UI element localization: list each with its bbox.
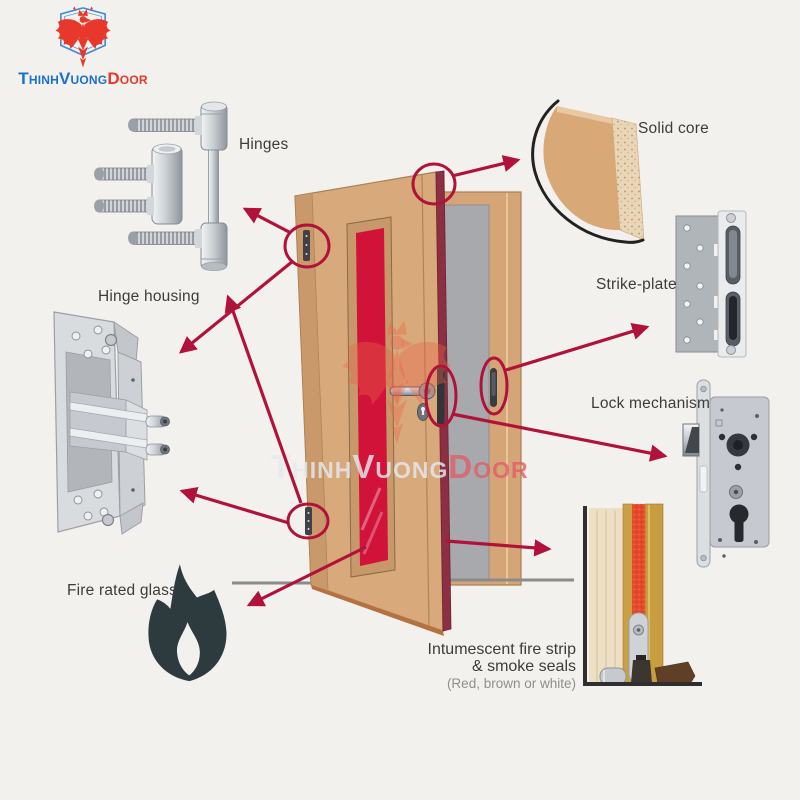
solid-core-illustration: [531, 99, 645, 244]
callout-circle-lock: [424, 364, 458, 428]
label-hinge-housing: Hinge housing: [98, 288, 200, 305]
callout-circle-strike: [479, 356, 509, 416]
watermark-text: ThinhVuongDoor: [271, 448, 529, 485]
arrow-bottom-hinge-left: [179, 486, 290, 525]
arrow-bottom-hinge-up: [224, 294, 303, 504]
intumescent-strip-illustration: [583, 503, 702, 686]
callout-circle-top-hinge: [283, 223, 331, 269]
callout-arrows: [178, 155, 668, 607]
arrow-to-fire-glass: [246, 545, 367, 607]
callout-circle-bottom-hinge: [286, 502, 330, 540]
brand-eagle-icon: [55, 9, 111, 68]
brand-logo-icon: [55, 6, 111, 68]
label-intumescent-line1: Intumescent fire strip: [427, 641, 577, 658]
label-hinges: Hinges: [239, 136, 289, 153]
arrow-to-hinge-housing: [178, 259, 295, 354]
hinge-housing-illustration: [53, 311, 170, 535]
arrow-to-lock-mechanism: [451, 412, 668, 462]
arrow-to-solid-core: [451, 155, 521, 178]
callout-circles: [283, 162, 509, 540]
label-strike-plate: Strike-plate: [596, 276, 677, 293]
label-intumescent-note: (Red, brown or white): [446, 676, 576, 691]
hinge-housing-pins: [145, 415, 170, 456]
label-intumescent: Intumescent fire strip & smoke seals (Re…: [406, 641, 577, 692]
arrow-to-intumescent: [445, 539, 552, 557]
door-hinge-marks: [303, 230, 312, 535]
strike-plate-illustration: [675, 210, 747, 358]
arrow-to-hinges: [242, 207, 292, 235]
frame-strike-mark: [490, 368, 497, 407]
door-illustration: [294, 170, 497, 636]
label-solid-core: Solid core: [638, 120, 709, 137]
flame-icon: [148, 564, 227, 682]
watermark: ThinhVuongDoor: [271, 320, 529, 485]
label-lock-mechanism: Lock mechanism: [591, 395, 711, 412]
arrow-to-strike-plate: [505, 323, 650, 372]
brand-wordmark: ThinhVuongDoor: [12, 70, 154, 88]
brand-logo: ThinhVuongDoor: [12, 6, 154, 88]
label-fire-rated-glass: Fire rated glass: [67, 582, 178, 599]
hinges-illustration: [94, 101, 228, 271]
floor-line: [232, 578, 574, 585]
brand-word-secondary: Door: [107, 69, 148, 88]
euro-cylinder-hole: [729, 504, 749, 542]
label-intumescent-line2: & smoke seals: [471, 658, 576, 675]
brand-word-primary: ThinhVuong: [18, 69, 108, 88]
intumescent-red-strip: [632, 504, 645, 626]
callout-circle-solid-core: [411, 162, 457, 206]
lock-mechanism-illustration: [682, 379, 770, 568]
